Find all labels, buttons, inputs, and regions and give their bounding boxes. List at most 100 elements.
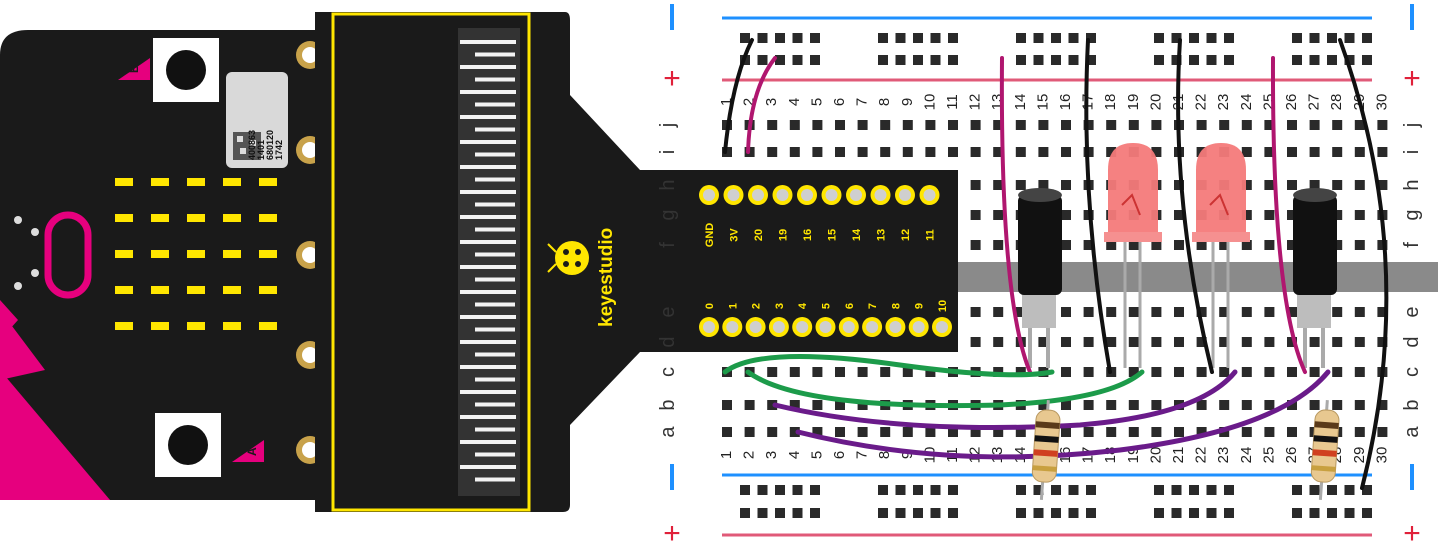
hole	[1061, 180, 1071, 190]
hole	[1061, 367, 1071, 377]
hole	[857, 367, 868, 377]
hole	[1362, 485, 1372, 495]
hole	[1344, 33, 1355, 43]
hole	[1287, 427, 1297, 437]
hole	[757, 508, 768, 518]
wire-purple	[795, 369, 1331, 460]
hole	[1264, 210, 1275, 220]
hole	[1344, 55, 1355, 65]
hole	[1189, 508, 1199, 518]
button-a[interactable]	[155, 413, 221, 477]
hole	[1309, 400, 1320, 410]
column-label: 8	[876, 451, 893, 459]
matrix-led	[223, 322, 241, 330]
hole	[1264, 180, 1275, 190]
hole	[1174, 427, 1184, 437]
pin-label: 19	[778, 229, 790, 241]
rail-minus-symbol	[670, 4, 674, 30]
row-label: a	[657, 426, 679, 438]
hole	[948, 120, 958, 130]
hole	[1051, 508, 1061, 518]
hole	[1362, 508, 1372, 518]
hole	[1174, 367, 1184, 377]
hole	[810, 508, 820, 518]
hole	[970, 240, 981, 250]
matrix-led	[115, 178, 133, 186]
hole	[913, 485, 923, 495]
pin-label: 20	[753, 229, 765, 241]
hole	[775, 485, 785, 495]
qr-text: 40086314016801201742	[247, 130, 284, 160]
column-label: 25	[1260, 447, 1277, 464]
hole	[1174, 307, 1184, 317]
hole	[1016, 33, 1026, 43]
column-label: 26	[1283, 447, 1300, 464]
edge-finger	[460, 365, 516, 369]
wire-magenta	[1270, 56, 1307, 374]
hole	[1241, 180, 1252, 190]
edge-finger	[460, 115, 516, 119]
hole	[895, 485, 906, 495]
hole	[1015, 180, 1026, 190]
sensor-left	[1018, 188, 1062, 368]
hole	[789, 120, 800, 130]
hole	[1128, 367, 1139, 377]
hole	[1219, 307, 1230, 317]
pin-label: 2	[751, 303, 763, 309]
hole	[913, 55, 923, 65]
hole	[1264, 307, 1275, 317]
label-a-badge	[232, 440, 264, 462]
hole	[1151, 427, 1162, 437]
edge-finger	[475, 252, 515, 257]
row-label: g	[657, 209, 679, 220]
hole	[1309, 55, 1320, 65]
hole	[1083, 240, 1094, 250]
button-b[interactable]	[153, 38, 219, 102]
rail-minus-symbol	[670, 464, 674, 490]
hole	[1086, 508, 1096, 518]
hole	[1287, 210, 1297, 220]
hole	[1171, 485, 1182, 495]
hole	[1354, 120, 1365, 130]
hole	[1332, 400, 1343, 410]
hole	[810, 485, 820, 495]
wire-magenta-3v	[746, 56, 777, 154]
hole	[1189, 55, 1199, 65]
hole	[1068, 508, 1079, 518]
hole	[970, 210, 981, 220]
hole	[993, 337, 1004, 347]
pin-label: 11	[925, 229, 937, 241]
hole	[1332, 337, 1343, 347]
hole	[1287, 240, 1297, 250]
matrix-led	[259, 286, 277, 294]
matrix-led	[151, 250, 169, 258]
matrix-led	[115, 214, 133, 222]
hole	[1206, 485, 1217, 495]
hole	[1061, 240, 1071, 250]
hole	[1154, 508, 1164, 518]
led-right	[1192, 143, 1250, 368]
hole	[1083, 400, 1094, 410]
pin-label: 0	[704, 303, 716, 309]
row-label: i	[1401, 150, 1423, 154]
hole	[1354, 307, 1365, 317]
hole	[948, 55, 958, 65]
hole	[880, 367, 891, 377]
wire-magenta	[999, 56, 1032, 374]
column-label: 20	[1147, 447, 1164, 464]
hole	[1083, 367, 1094, 377]
microbit-accent-shape	[0, 370, 110, 500]
hole	[857, 427, 868, 437]
row-label: e	[1401, 306, 1423, 317]
rail-plus-symbol: +	[663, 517, 681, 550]
hole	[1151, 367, 1162, 377]
rail-minus-symbol	[1410, 464, 1414, 490]
hole	[1241, 337, 1252, 347]
hole	[913, 33, 923, 43]
hole	[767, 367, 778, 377]
hole	[812, 120, 823, 130]
hole	[1264, 337, 1275, 347]
hole	[1241, 400, 1252, 410]
